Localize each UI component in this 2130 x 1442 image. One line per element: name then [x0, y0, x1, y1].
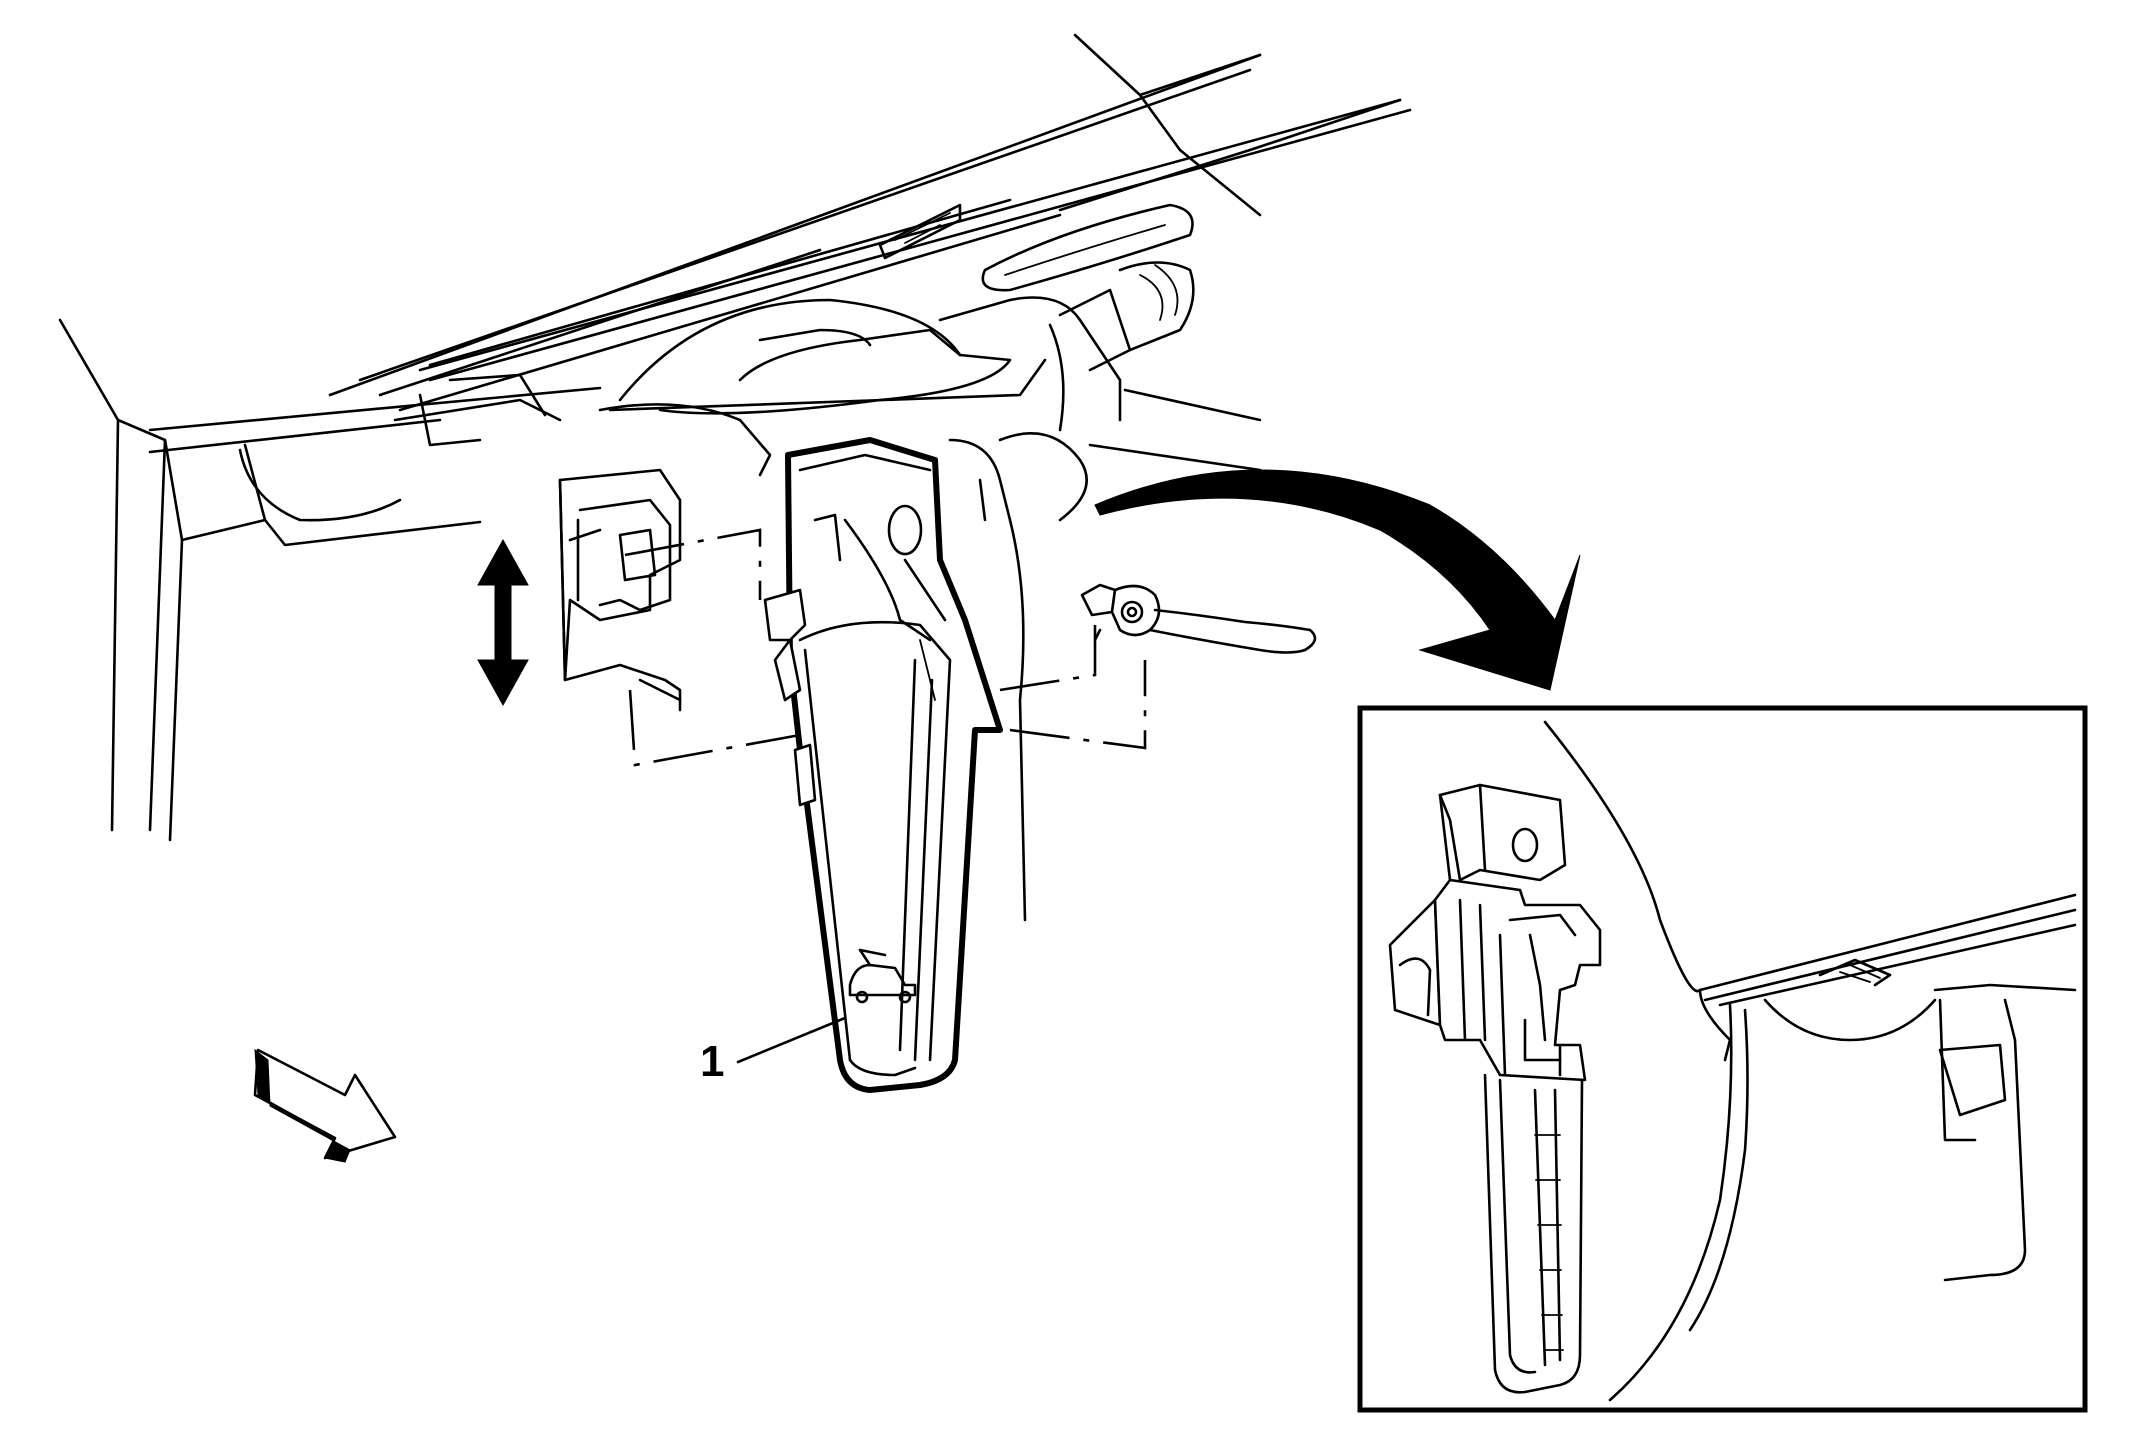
- inset-handle: [1388, 783, 1602, 1394]
- callout-1-leader: [736, 1016, 847, 1064]
- release-cable: [1080, 583, 1317, 654]
- hood-release-handle: [763, 437, 1003, 1093]
- callout-label-1: 1: [700, 1037, 725, 1086]
- curved-direction-arrow: [1094, 469, 1581, 691]
- front-of-vehicle-arrow: [253, 1048, 397, 1163]
- up-down-arrow: [477, 538, 529, 707]
- hood-icon: [848, 948, 917, 1004]
- inset-frame: [1357, 705, 2088, 1413]
- inset-detail-view: [1357, 705, 2088, 1413]
- mounting-bracket: [558, 468, 682, 712]
- dashboard-structure: [58, 33, 1412, 922]
- alignment-lines: [624, 528, 1147, 767]
